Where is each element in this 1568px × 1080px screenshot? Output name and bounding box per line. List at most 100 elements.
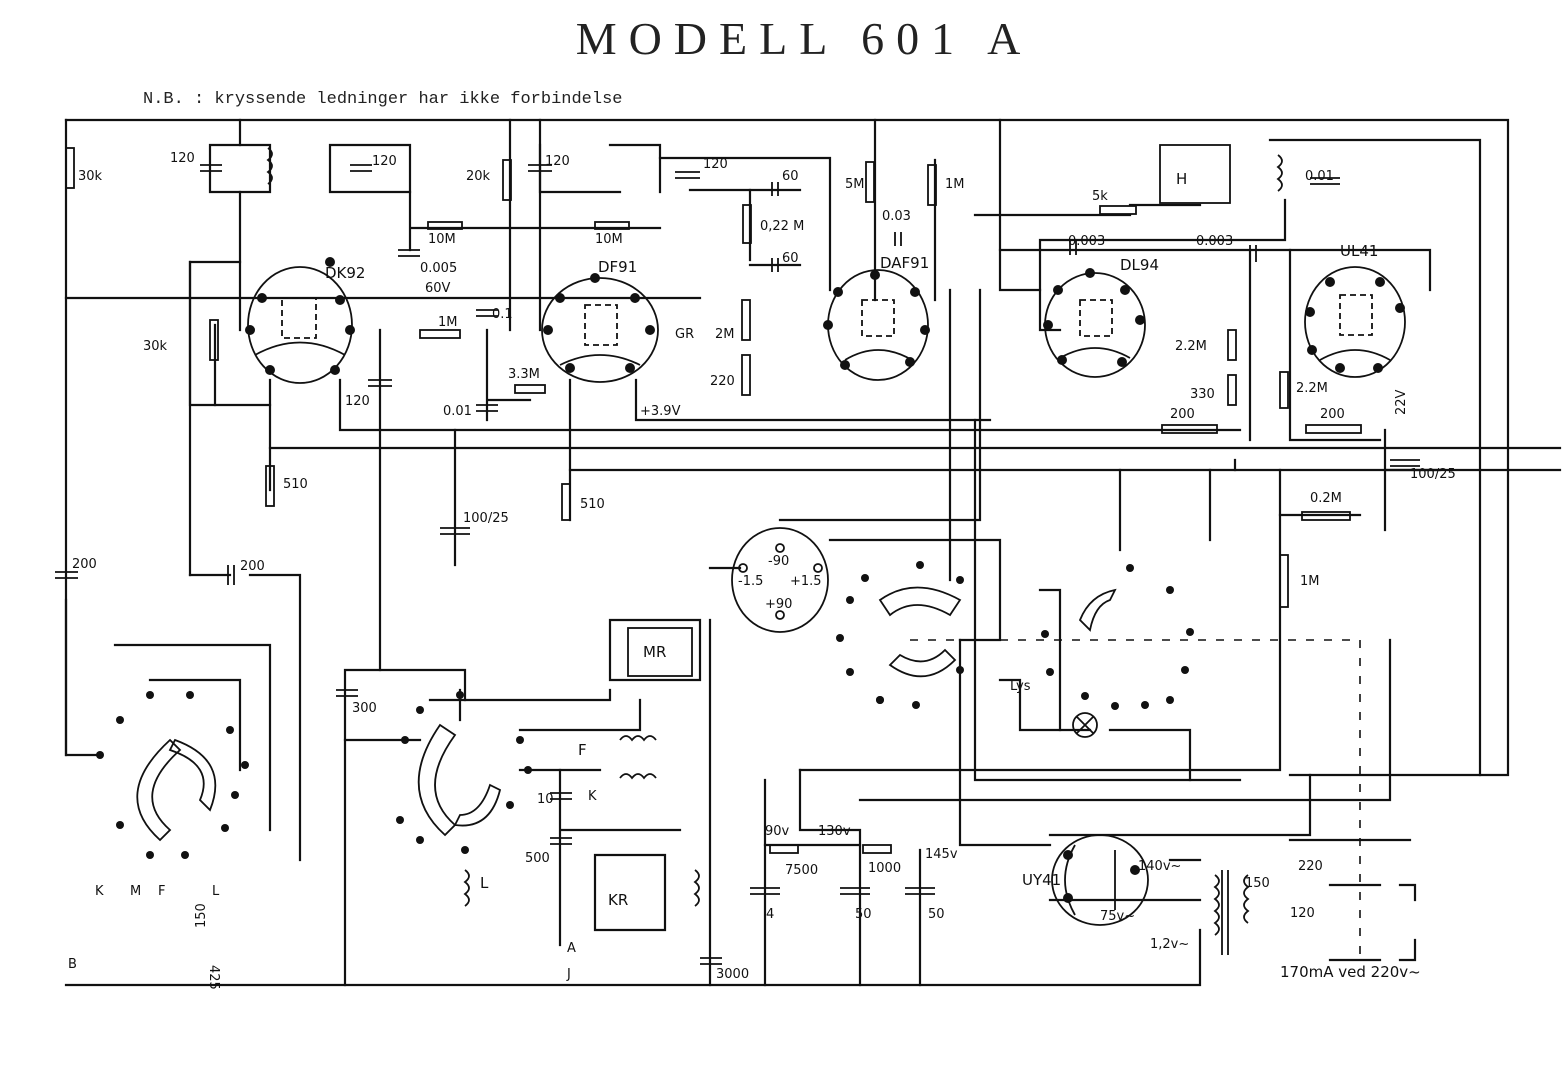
kr-rod-antenna: [594, 854, 666, 931]
label-c-150: 150: [194, 903, 209, 928]
label-c-120-b: 120: [372, 154, 397, 169]
label-c-50-b: 50: [928, 907, 945, 922]
label-v-145v: 145v: [925, 847, 958, 862]
label-r-22M-b: 2.2M: [1296, 381, 1328, 396]
label-c-200-b: 200: [240, 559, 265, 574]
tube-dl94: DL94: [1043, 256, 1159, 378]
label-r-02M: 0.2M: [1310, 491, 1342, 506]
label-band-L: L: [212, 884, 220, 899]
label-c-003: 0.03: [882, 209, 911, 224]
label-c-120-d: 120: [703, 157, 728, 172]
dial-lamp: [1072, 712, 1098, 738]
wave-switch-left: [96, 691, 249, 859]
capacitor-symbols: [55, 164, 1420, 965]
battery-connector: -90 -1.5 +1.5 +90: [708, 527, 829, 633]
tube-df91: DF91: [541, 258, 659, 383]
tube-uy41: UY41: [1022, 834, 1149, 926]
label-v-60V: 60V: [425, 281, 451, 296]
battery-plus1_5: +1.5: [790, 574, 822, 589]
mr-rod-antenna: [627, 627, 693, 677]
battery-minus1_5: -1.5: [738, 574, 763, 589]
label-r-7500: 7500: [785, 863, 818, 878]
label-r-1000: 1000: [868, 861, 901, 876]
label-r-022M: 0,22 M: [760, 219, 804, 234]
label-c-10: 10: [537, 792, 554, 807]
tube-dk92: DK92: [245, 257, 365, 384]
label-c-001: 0.01: [443, 404, 472, 419]
label-coil-L: L: [480, 874, 489, 892]
label-coil-K: K: [588, 789, 597, 804]
label-r-5k: 5k: [1092, 189, 1108, 204]
label-v-90v: 90v: [765, 824, 790, 839]
label-r-1M-top: 1M: [945, 177, 965, 192]
coil-symbols: [266, 147, 1283, 955]
speaker-box: [1159, 144, 1231, 204]
label-mr: MR: [643, 643, 666, 661]
label-c-500: 500: [525, 851, 550, 866]
label-c-100-25-b: 100/25: [1410, 467, 1456, 482]
mechanical-linkage: [910, 639, 1361, 960]
wave-switch-right: [836, 561, 1194, 710]
label-c-300: 300: [352, 701, 377, 716]
label-c-001-out: 0.01: [1305, 169, 1334, 184]
label-r-30k-top: 30k: [78, 169, 103, 184]
label-r-30k-left: 30k: [143, 339, 168, 354]
battery-plus90: +90: [765, 597, 792, 612]
label-r-22M-a: 2.2M: [1175, 339, 1207, 354]
label-r-20k: 20k: [466, 169, 491, 184]
label-band-F: F: [158, 884, 165, 899]
label-t-120: 120: [1290, 906, 1315, 921]
label-v-12: 1,2v~: [1150, 937, 1189, 952]
label-c-120-a: 120: [170, 151, 195, 166]
label-r-220: 220: [710, 374, 735, 389]
dial-lamp-cross: [1076, 716, 1094, 734]
tube-dl94-label: DL94: [1120, 256, 1159, 274]
label-c-0003-a: 0.003: [1068, 234, 1105, 249]
tube-daf91-label: DAF91: [880, 254, 929, 272]
label-c-4: 4: [766, 907, 774, 922]
label-ant-A: A: [567, 941, 576, 956]
label-band-M: M: [130, 884, 141, 899]
tube-dk92-label: DK92: [325, 264, 365, 282]
label-c-60-b: 60: [782, 251, 799, 266]
tube-uy41-label: UY41: [1022, 871, 1061, 889]
label-c-60-a: 60: [782, 169, 799, 184]
label-band-K: K: [95, 884, 104, 899]
component-labels: 30k 120 120 20k 120 120 60 0,22 M 60 5M …: [68, 151, 1456, 990]
label-r-200-b: 200: [1320, 407, 1345, 422]
label-r-1M-low: 1M: [1300, 574, 1320, 589]
label-c-425: 425: [206, 965, 221, 990]
label-r-510-b: 510: [580, 497, 605, 512]
schematic-note: N.B. : kryssende ledninger har ikke forb…: [143, 90, 623, 109]
label-c-B: B: [68, 957, 77, 972]
resistor-symbols: [65, 147, 1362, 854]
label-v-130v: 130v: [818, 824, 851, 839]
label-r-200-a: 200: [1170, 407, 1195, 422]
label-r-33M: 3.3M: [508, 367, 540, 382]
label-r-10M-a: 10M: [428, 232, 456, 247]
label-c-50-a: 50: [855, 907, 872, 922]
label-c-120-e: 120: [345, 394, 370, 409]
tube-df91-label: DF91: [598, 258, 637, 276]
label-gr: GR: [675, 327, 694, 342]
label-ant-J: J: [566, 967, 571, 982]
label-r-5M: 5M: [845, 177, 865, 192]
label-mains-note: 170mA ved 220v~: [1280, 963, 1421, 981]
label-v-39V: +3.9V: [640, 404, 681, 419]
label-r-1M-mid: 1M: [438, 315, 458, 330]
label-coil-F: F: [578, 741, 587, 759]
label-c-120-c: 120: [545, 154, 570, 169]
label-t-220: 220: [1298, 859, 1323, 874]
label-pot-2M: 2M: [715, 327, 735, 342]
tube-ul41: UL41: [1304, 242, 1406, 378]
tube-ul41-label: UL41: [1340, 242, 1378, 260]
label-c-100-25-a: 100/25: [463, 511, 509, 526]
label-v-140: 140v~: [1138, 859, 1181, 874]
wiring: [64, 118, 1562, 987]
label-r-510-a: 510: [283, 477, 308, 492]
battery-minus90: -90: [768, 554, 789, 569]
wave-switch-middle: [396, 691, 532, 854]
label-c-0005: 0.005: [420, 261, 457, 276]
label-c-3000: 3000: [716, 967, 749, 982]
